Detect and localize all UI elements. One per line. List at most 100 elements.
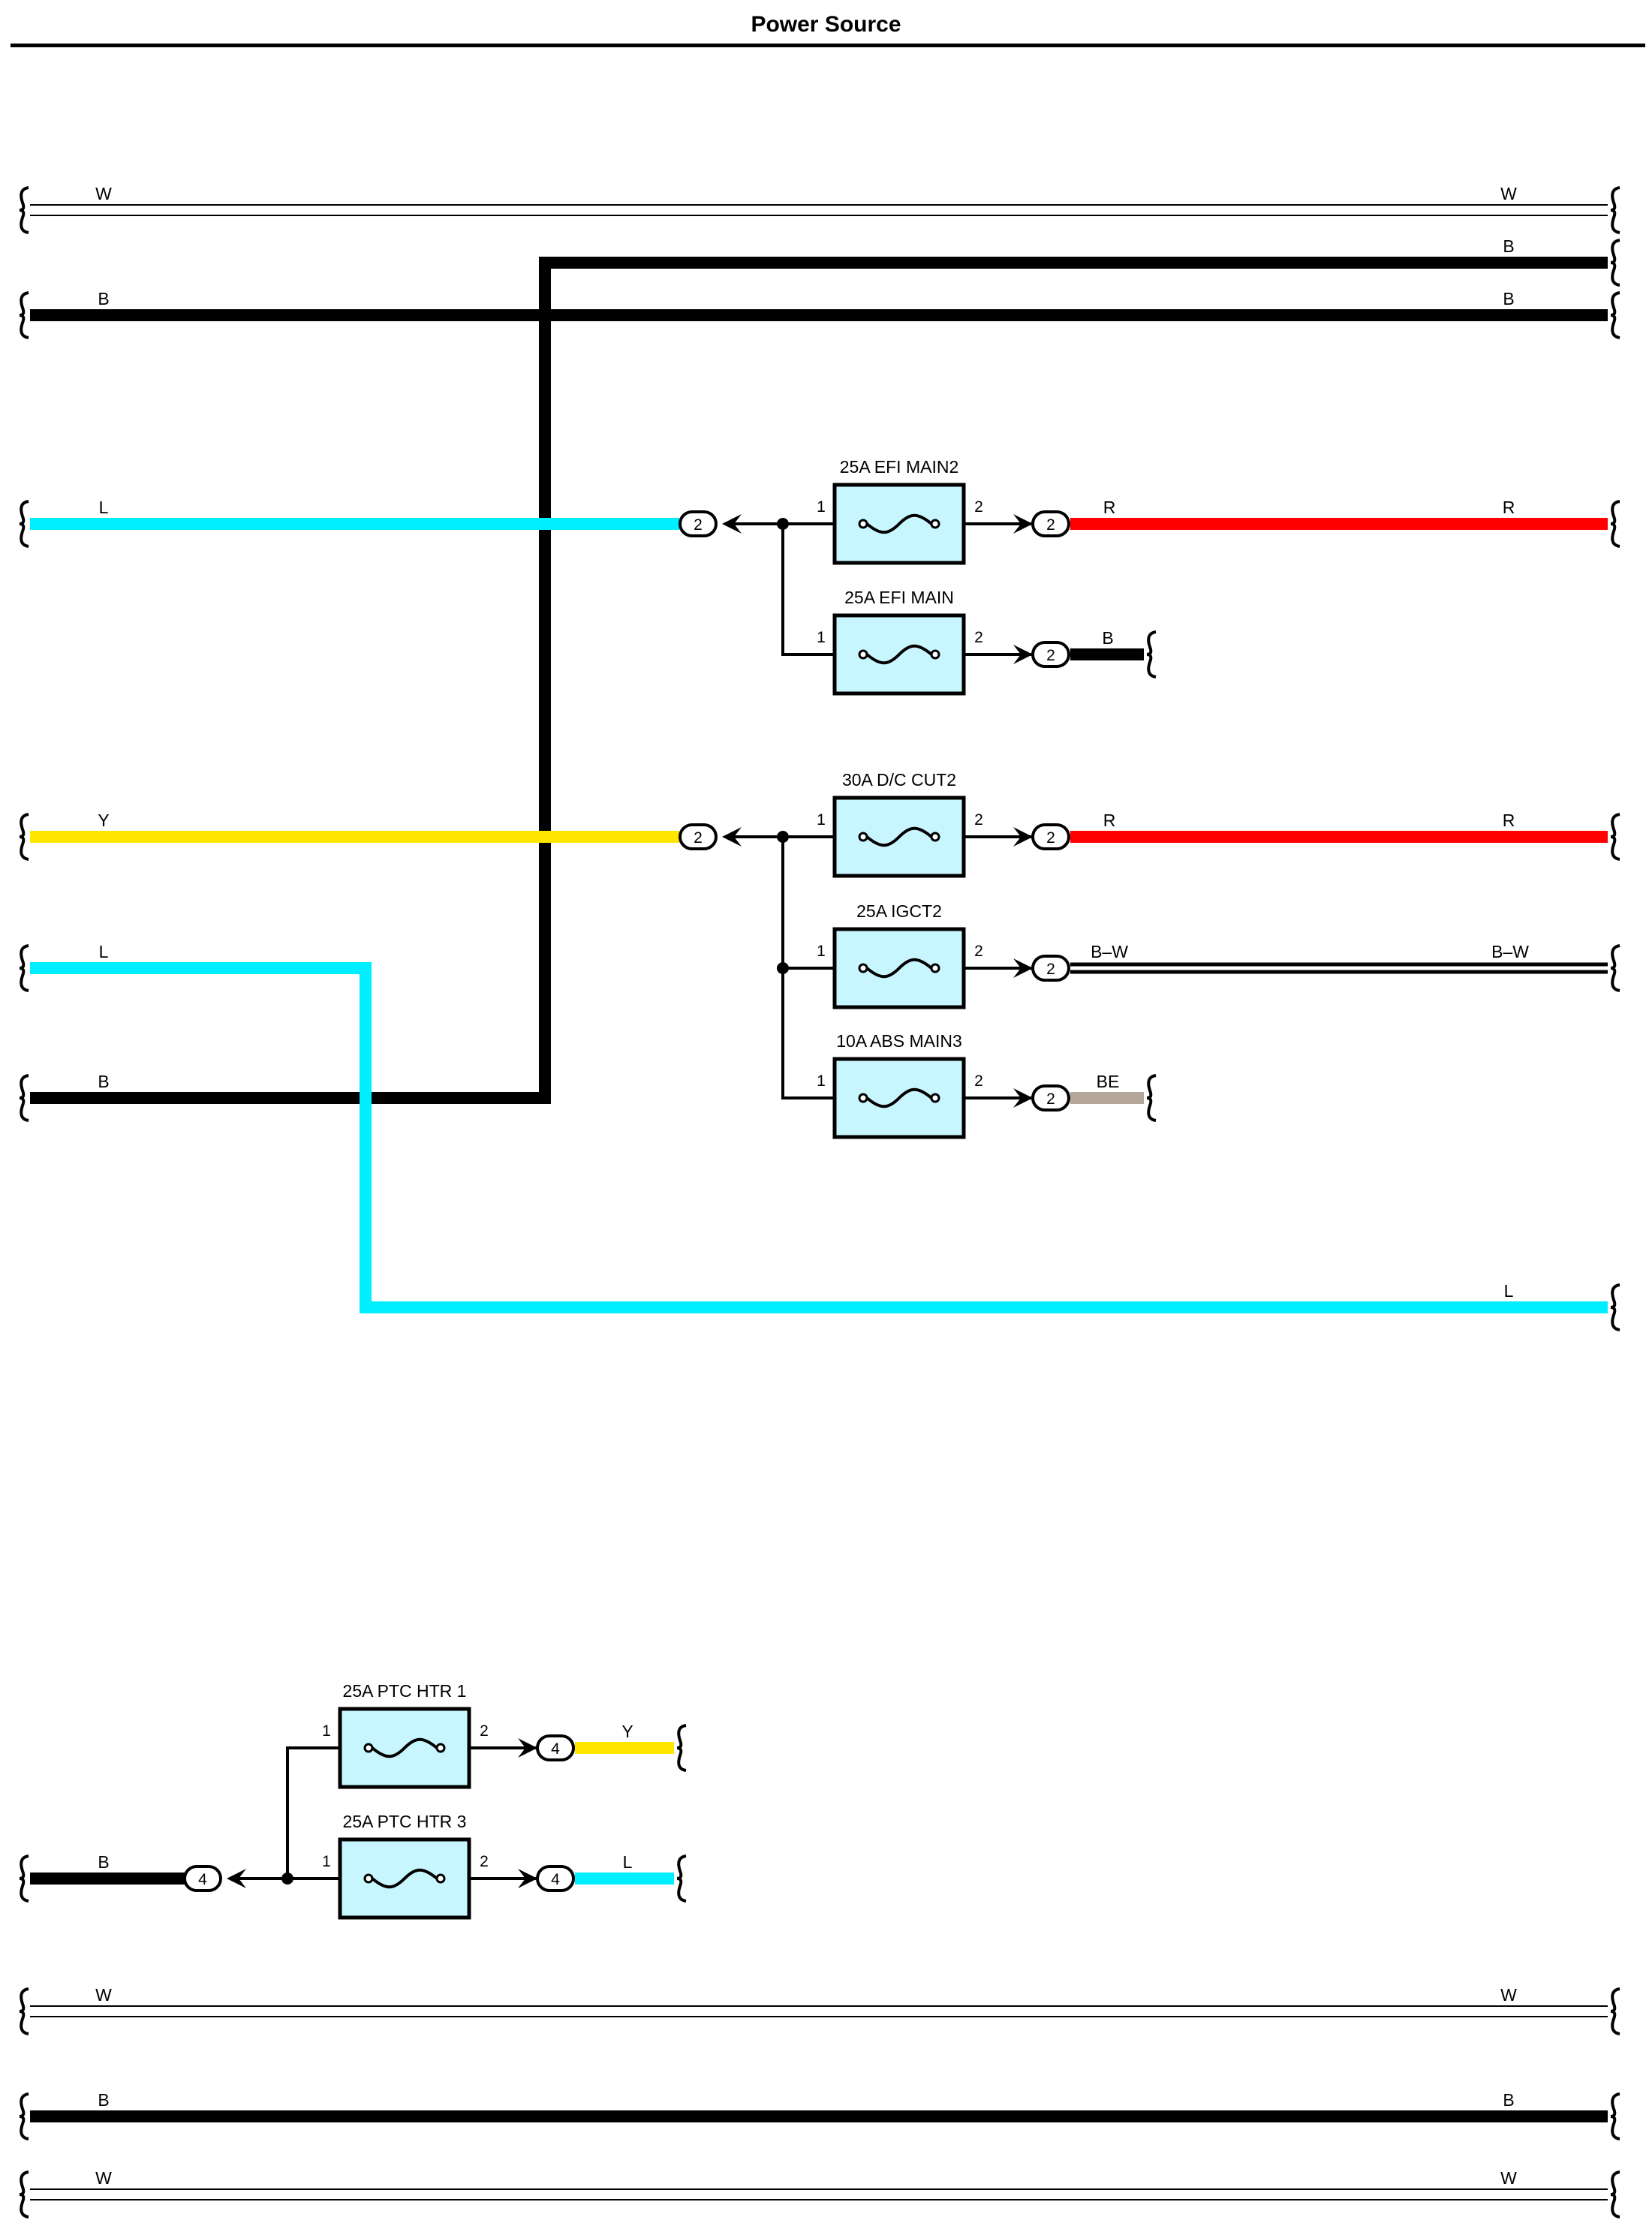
connector-ptc1-out: 4 [536, 1734, 575, 1761]
label-r-dc-cut2-right: R [1503, 811, 1515, 830]
fuse-efi-main-pin-in: 1 [817, 629, 826, 646]
label-b-mid-left: B [98, 1072, 109, 1091]
fuse-dc-cut2-element [865, 826, 933, 847]
fuse-abs-main3-terminal-b [930, 1093, 940, 1103]
fuse-igct2-pin-in: 1 [817, 943, 826, 960]
fuse-igct2-element [865, 958, 933, 979]
label-r-dc-cut2-left: R [1103, 811, 1116, 830]
title-rule [11, 44, 1645, 47]
fuse-efi-main2-terminal-b [930, 519, 940, 529]
label-bw-igct2-right: B–W [1491, 942, 1529, 961]
label-y-ptc1: Y [621, 1722, 633, 1741]
bus-ptc-htr1 [286, 1746, 340, 1879]
connector-y-in: 2 [679, 823, 718, 850]
connector-igct2-out-body [1031, 955, 1070, 982]
brace-b-efi-main [1146, 630, 1157, 678]
fuse-ptc-htr3-label: 25A PTC HTR 3 [343, 1812, 467, 1831]
fuse-dc-cut2-terminal-a [858, 832, 868, 842]
brace-w-top-left [19, 186, 29, 234]
fuse-ptc-htr1 [338, 1707, 471, 1789]
fuse-ptc-htr3-pin-in: 1 [322, 1853, 331, 1870]
brace-r-dc-cut2-right [1610, 813, 1620, 861]
connector-ptc1-out-body [536, 1734, 575, 1761]
fuse-abs-main3-pin-in: 1 [817, 1072, 826, 1090]
label-l-mid-left: L [99, 942, 109, 961]
brace-w-bot2-right [1610, 2170, 1620, 2218]
brace-be-abs [1146, 1074, 1157, 1122]
bus-abs-main3 [781, 837, 835, 1099]
connector-l-in: 2 [679, 510, 718, 537]
label-b-bot-right: B [1503, 2090, 1514, 2110]
arrow-l-in [722, 514, 742, 534]
connector-abs-main3-out-body [1031, 1084, 1070, 1111]
fuse-abs-main3 [832, 1057, 966, 1139]
label-b-second-right: B [1503, 289, 1514, 308]
arrow-ptc-htr1-out [518, 1738, 537, 1758]
junction-dc [777, 831, 789, 843]
fuse-dc-cut2 [832, 796, 966, 878]
brace-w-bot2-left [19, 2170, 29, 2218]
label-b-bot-left: B [98, 2090, 109, 2110]
connector-ptc1-out-number: 4 [551, 1740, 560, 1758]
page-title: Power Source [751, 12, 901, 37]
fuse-igct2-terminal-b [930, 963, 940, 973]
connector-ptc-in-body [183, 1865, 222, 1892]
brace-w-bot1-right [1610, 1987, 1620, 2035]
label-b-top-right: B [1503, 236, 1514, 256]
fuse-efi-main [832, 613, 966, 696]
connector-dc-cut2-out-number: 2 [1046, 829, 1055, 847]
fuse-igct2-pin-out: 2 [974, 943, 983, 960]
bus-efi-main [781, 524, 835, 656]
label-b-second-left: B [98, 289, 109, 308]
connector-igct2-out-number: 2 [1046, 961, 1055, 978]
fuse-dc-cut2-pin-out: 2 [974, 811, 983, 829]
fuse-ptc-htr3-pin-out: 2 [480, 1853, 489, 1870]
label-w-top-left: W [95, 184, 112, 203]
brace-b-bot-left [19, 2092, 29, 2140]
connector-efi-main2-out: 2 [1031, 510, 1070, 537]
fuse-efi-main2-element [865, 513, 933, 534]
wire-l-mid-line [30, 962, 1608, 1313]
arrow-ptc-in [227, 1869, 246, 1888]
connector-dc-cut2-out: 2 [1031, 823, 1070, 850]
fuse-ptc-htr1-element [371, 1737, 438, 1758]
arrow-igct2-out [1013, 958, 1033, 978]
connector-efi-main-out-body [1031, 641, 1070, 668]
brace-r-efi-main2-right [1610, 500, 1620, 548]
fuse-abs-main3-pin-out: 2 [974, 1072, 983, 1090]
fuse-ptc-htr1-pin-out: 2 [480, 1722, 489, 1740]
connector-igct2-out: 2 [1031, 955, 1070, 982]
label-b-efi-main: B [1102, 628, 1113, 648]
connector-ptc3-out: 4 [536, 1865, 575, 1892]
fuse-igct2-label: 25A IGCT2 [856, 901, 942, 921]
arrow-ptc-htr3-out [518, 1869, 537, 1888]
label-w-top-right: W [1500, 184, 1517, 203]
junction-efi [777, 518, 789, 530]
fuse-igct2-terminal-a [858, 963, 868, 973]
brace-b-top-right [1610, 239, 1620, 287]
fuse-ptc-htr3-element [371, 1868, 438, 1889]
fuse-igct2 [832, 927, 966, 1009]
connector-ptc3-out-body [536, 1865, 575, 1892]
fuse-dc-cut2-pin-in: 1 [817, 811, 826, 829]
fuse-dc-cut2-label: 30A D/C CUT2 [842, 770, 956, 790]
label-b-ptc-left: B [98, 1852, 109, 1872]
junction-igct2 [777, 962, 789, 974]
label-l-efi-left: L [99, 498, 109, 517]
label-bw-igct2-left: B–W [1091, 942, 1128, 961]
brace-b-second-right [1610, 291, 1620, 339]
fuse-ptc-htr1-terminal-b [435, 1743, 446, 1753]
label-be-abs: BE [1097, 1072, 1120, 1091]
brace-l-mid-left [19, 944, 29, 992]
connector-efi-main2-out-body [1031, 510, 1070, 537]
connector-ptc-in: 4 [183, 1865, 222, 1892]
brace-w-top-right [1610, 186, 1620, 234]
brace-y-ptc1 [676, 1724, 687, 1772]
brace-bw-igct2-right [1610, 944, 1620, 992]
label-r-efi-main2-right: R [1503, 498, 1515, 517]
label-l-low-right: L [1504, 1281, 1514, 1301]
fuse-efi-main-label: 25A EFI MAIN [844, 588, 954, 607]
brace-l-low-right [1610, 1283, 1620, 1331]
fuse-ptc-htr1-label: 25A PTC HTR 1 [343, 1681, 467, 1701]
fuse-efi-main2-pin-out: 2 [974, 498, 983, 516]
